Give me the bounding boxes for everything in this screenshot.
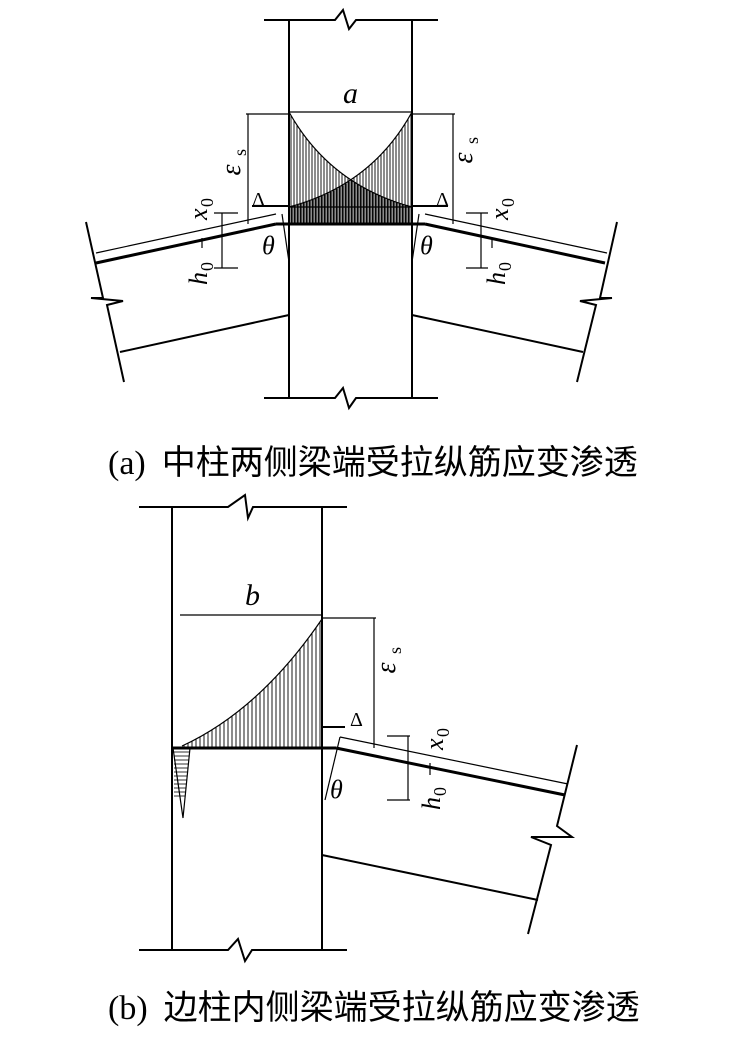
rotation-label-left: θ — [262, 231, 275, 260]
right-beam-top-edge — [424, 213, 608, 254]
depth-x0-b: x — [420, 738, 449, 751]
dimension-b-label: b — [245, 579, 260, 612]
beam-top-edge-b — [339, 736, 569, 785]
caption-a: (a) 中柱两侧梁端受拉纵筋应变渗透 — [108, 435, 638, 484]
depth-x0-left: x — [184, 208, 213, 221]
caption-b-text: 边柱内侧梁端受拉纵筋应变渗透 — [163, 988, 640, 1028]
strain-curve-b — [181, 618, 323, 747]
beam-break-line-b — [527, 744, 578, 935]
left-beam-bottom-edge — [119, 314, 290, 353]
column-bottom-break-line — [264, 385, 438, 411]
caption-b: (b) 边柱内侧梁端受拉纵筋应变渗透 — [108, 980, 640, 1029]
rotation-label-right: θ — [420, 231, 433, 260]
left-beam-break-line — [85, 221, 125, 383]
figure-a: a ε s ε s Δ Δ θ x 0 — [85, 7, 618, 411]
compression-wedge — [172, 747, 191, 819]
depth-x0-right: x — [485, 208, 514, 221]
caption-b-tag: (b) — [108, 990, 148, 1027]
slip-label-left: Δ — [252, 189, 265, 211]
compression-wedge-hatch — [174, 751, 190, 797]
column-bottom-break-line-b — [139, 937, 347, 964]
depth-h0-right-sub: 0 — [495, 262, 515, 271]
left-rotation-line — [281, 213, 290, 263]
depth-x0-right-sub: 0 — [498, 198, 518, 207]
right-rotation-line — [411, 213, 420, 263]
slip-label-right: Δ — [436, 189, 449, 211]
strain-label-left: ε — [216, 164, 247, 175]
depth-x0-b-sub: 0 — [433, 728, 453, 737]
strain-sub-right: s — [462, 137, 482, 144]
left-beam-top-edge — [95, 213, 277, 254]
right-beam-bottom-edge — [411, 314, 584, 353]
depth-h0-b: h — [417, 797, 446, 810]
strain-distribution-hatch-b — [183, 621, 321, 748]
strain-sub-b: s — [385, 647, 405, 654]
beam-bottom-edge-b — [321, 853, 539, 950]
left-beam-rebar — [95, 222, 277, 265]
column-top-break-line — [264, 7, 438, 32]
column-top-break-line-b — [139, 493, 347, 522]
figure-b: b ε s Δ θ x 0 h 0 — [139, 493, 578, 964]
strain-curve-left — [288, 111, 413, 208]
strain-curve-right — [288, 111, 413, 208]
rotation-label-b: θ — [330, 775, 343, 804]
beam-rebar-b — [335, 746, 566, 797]
strain-label-b: ε — [371, 662, 402, 673]
strain-label-right: ε — [448, 152, 479, 163]
rotation-line-b — [324, 736, 341, 801]
right-beam-rebar — [424, 222, 606, 265]
caption-a-tag: (a) — [108, 445, 146, 482]
depth-x0-left-sub: 0 — [197, 198, 217, 207]
strain-sub-left: s — [230, 149, 250, 156]
slip-label-b: Δ — [350, 709, 363, 731]
dimension-a-label: a — [343, 77, 358, 110]
caption-a-text: 中柱两侧梁端受拉纵筋应变渗透 — [161, 443, 638, 483]
depth-h0-b-sub: 0 — [430, 787, 450, 796]
depth-h0-right: h — [482, 272, 511, 285]
right-beam-break-line — [576, 221, 618, 383]
depth-h0-left: h — [184, 272, 213, 285]
depth-h0-left-sub: 0 — [197, 262, 217, 271]
